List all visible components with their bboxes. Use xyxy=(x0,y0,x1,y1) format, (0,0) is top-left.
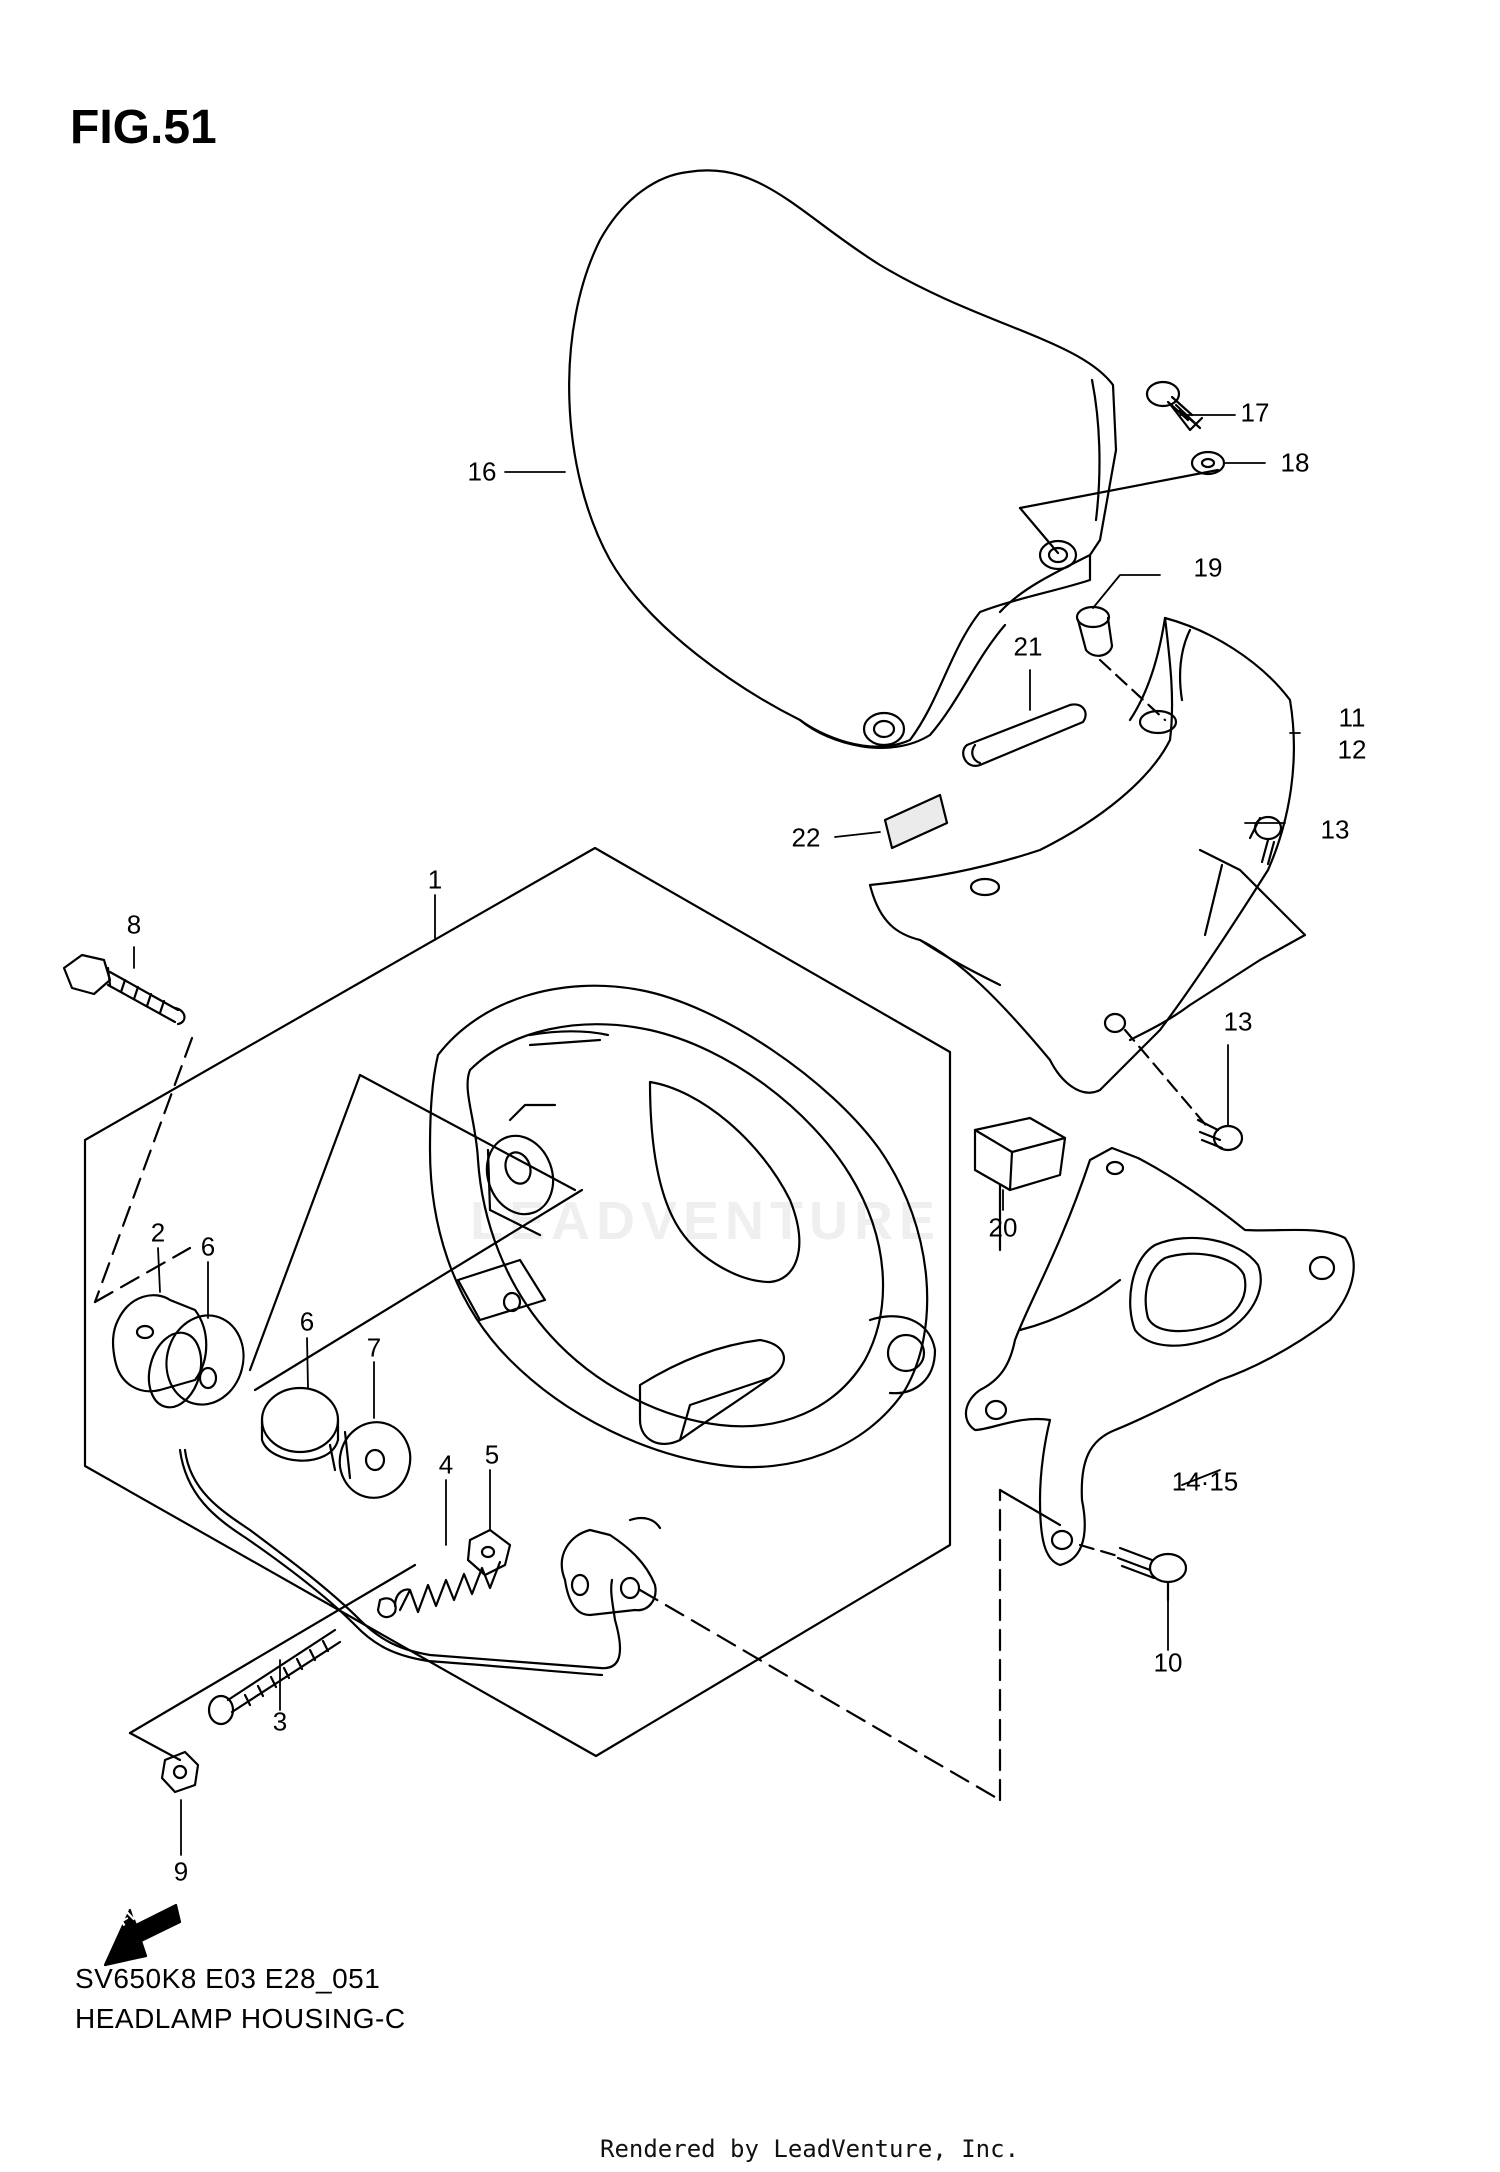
assembly-line xyxy=(1098,658,1167,722)
screw-part-10 xyxy=(1116,1546,1188,1602)
callout-3: 3 xyxy=(272,1706,288,1737)
forward-arrow-icon xyxy=(103,1903,182,1967)
callout-10: 10 xyxy=(1153,1647,1183,1678)
cushion-part-6-left xyxy=(147,1314,245,1409)
callout-6-middle: 6 xyxy=(299,1306,315,1337)
bolt-part-8 xyxy=(62,953,186,1026)
grommet-part-19 xyxy=(1075,605,1114,657)
screw-part-13-lower xyxy=(1196,1118,1244,1152)
spring-wire xyxy=(183,1448,622,1670)
spring-wire xyxy=(178,1448,604,1677)
cushion-part-6-middle xyxy=(260,1386,340,1462)
assembly-line xyxy=(998,1488,1062,1527)
callout-8: 8 xyxy=(126,909,142,940)
bracket-part-14-15 xyxy=(964,1146,1355,1567)
assembly-line xyxy=(128,1563,417,1735)
assembly-line xyxy=(638,1588,1002,1802)
screw-part-13-upper xyxy=(1248,815,1283,866)
assembly-line xyxy=(93,1246,192,1304)
visor-part-16 xyxy=(568,169,1118,749)
tape-part-21 xyxy=(962,703,1087,767)
callout-5: 5 xyxy=(484,1439,500,1470)
nut-part-9 xyxy=(160,1750,200,1794)
washer-part-18 xyxy=(1190,450,1226,476)
callout-2: 2 xyxy=(150,1217,166,1248)
bulb-bracket xyxy=(560,1528,657,1617)
assembly-line xyxy=(253,1188,584,1392)
assembly-line xyxy=(255,1175,580,1390)
callout-18: 18 xyxy=(1280,447,1310,478)
figure-title: FIG.51 xyxy=(70,101,217,154)
callout-7: 7 xyxy=(366,1332,382,1363)
headlamp-shell xyxy=(428,984,937,1530)
callout-14-15: 14·15 xyxy=(1171,1466,1239,1497)
label-part-22 xyxy=(883,793,949,850)
assembly-line xyxy=(248,1073,362,1372)
screw-part-17 xyxy=(1145,380,1204,432)
callout-9: 9 xyxy=(173,1856,189,1887)
callout-6-left: 6 xyxy=(200,1231,216,1262)
leader-lines xyxy=(133,414,1301,1856)
callout-17: 17 xyxy=(1240,397,1270,428)
callout-13-lower: 13 xyxy=(1223,1006,1253,1037)
diagram-name: HEADLAMP HOUSING-C xyxy=(75,2003,406,2034)
bracket-cover-part-11-12 xyxy=(868,616,1307,1094)
assembly-line xyxy=(1018,468,1220,510)
callout-21: 21 xyxy=(1013,631,1043,662)
spring-part-4 xyxy=(393,1560,502,1614)
assembly-line xyxy=(358,1073,577,1192)
callout-20: 20 xyxy=(988,1212,1018,1243)
bolt-part-3 xyxy=(207,1597,397,1726)
callout-19: 19 xyxy=(1193,552,1223,583)
callout-1: 1 xyxy=(427,864,443,895)
rubber-part-20 xyxy=(973,1116,1067,1192)
callout-16: 16 xyxy=(467,456,497,487)
model-code: SV650K8 E03 E28_051 xyxy=(75,1963,381,1994)
assembly-line xyxy=(93,1036,194,1304)
callout-13-upper: 13 xyxy=(1320,814,1350,845)
callout-11: 11 xyxy=(1338,702,1366,733)
callout-12: 12 xyxy=(1337,734,1367,765)
assembly-line xyxy=(1018,506,1060,555)
assembly-line xyxy=(128,1731,182,1762)
nut-part-5 xyxy=(466,1528,512,1577)
rubber-part-2 xyxy=(111,1294,208,1393)
render-credit: Rendered by LeadVenture, Inc. xyxy=(600,2135,1020,2163)
callout-22: 22 xyxy=(791,822,821,853)
callout-4: 4 xyxy=(438,1449,454,1480)
assembly-line xyxy=(1078,1543,1120,1558)
housing-outline-part-1 xyxy=(83,846,952,1758)
assembly-line xyxy=(1123,1028,1212,1132)
collar-part-7 xyxy=(328,1421,412,1499)
